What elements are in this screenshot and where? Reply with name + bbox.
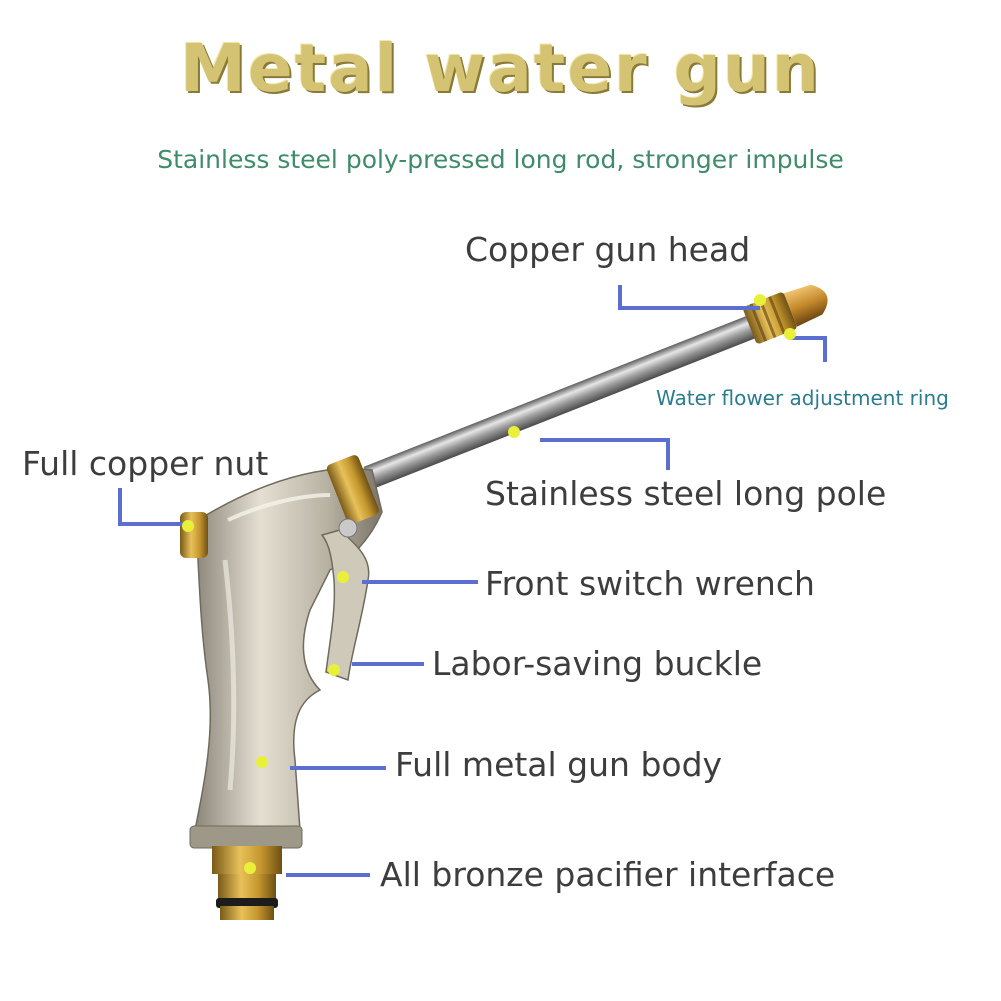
label-front-switch: Front switch wrench — [485, 564, 815, 603]
leader-stainless-pole — [540, 438, 670, 470]
full-copper-nut — [180, 512, 208, 558]
label-full-copper-nut: Full copper nut — [22, 444, 269, 483]
marker-bronze-interface — [244, 862, 256, 874]
marker-metal-body — [256, 756, 268, 768]
label-metal-body: Full metal gun body — [395, 745, 723, 784]
marker-water-flower-ring — [784, 328, 796, 340]
leader-copper-gun-head — [618, 285, 760, 310]
barrel-nut — [326, 455, 379, 525]
stainless-steel-pole — [363, 312, 764, 490]
marker-front-switch — [337, 571, 349, 583]
label-labor-buckle: Labor-saving buckle — [432, 644, 763, 683]
leader-lines — [118, 285, 827, 877]
front-switch-wrench — [320, 518, 370, 682]
page-subtitle: Stainless steel poly-pressed long rod, s… — [157, 145, 844, 174]
marker-dots — [182, 294, 796, 874]
label-bronze-interface: All bronze pacifier interface — [380, 855, 836, 894]
marker-labor-buckle — [328, 664, 340, 676]
marker-copper-gun-head — [754, 294, 766, 306]
label-copper-gun-head: Copper gun head — [465, 230, 751, 269]
label-stainless-pole: Stainless steel long pole — [485, 474, 887, 513]
copper-gun-head — [743, 284, 828, 344]
marker-stainless-pole — [508, 426, 520, 438]
leader-water-flower-ring — [790, 336, 827, 362]
label-water-flower-ring: Water flower adjustment ring — [656, 386, 949, 410]
page-title: Metal water gun — [180, 30, 821, 107]
bronze-pacifier-interface — [212, 846, 282, 920]
marker-full-copper-nut — [182, 520, 194, 532]
leader-full-copper-nut — [118, 488, 186, 526]
